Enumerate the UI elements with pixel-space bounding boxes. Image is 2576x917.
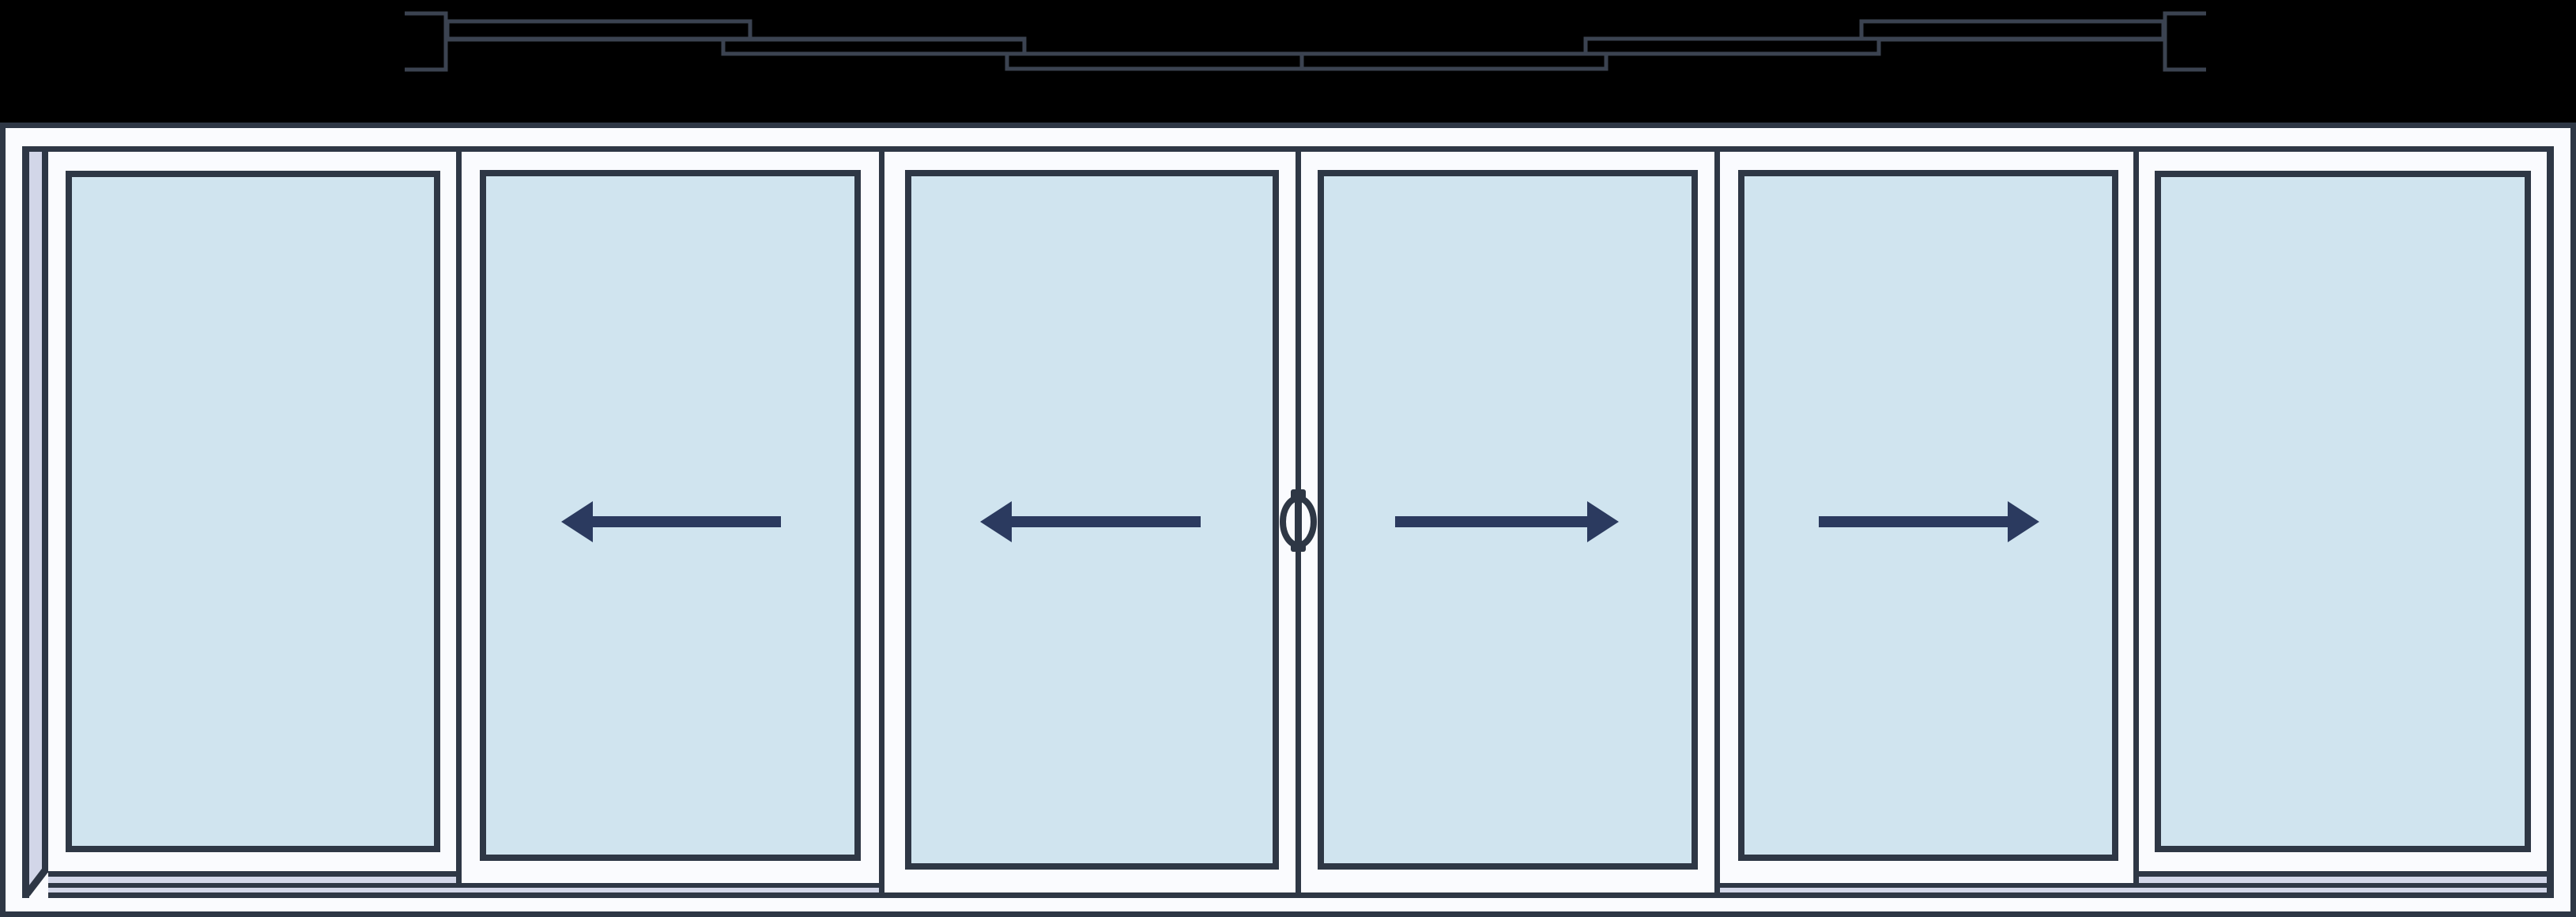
top-plan-background	[0, 0, 2576, 123]
panel-4-slide-right-arrow	[1395, 501, 1619, 542]
panel-6-glass	[2161, 177, 2525, 846]
panel-3-slide-left-arrow	[980, 501, 1201, 542]
plan-panel-3-4	[1005, 51, 1609, 71]
frame-head-track-line	[22, 146, 2554, 152]
panel-5-glass	[1744, 176, 2112, 855]
sill-track-line-1-right	[2133, 871, 2547, 877]
sill-track-strip-1-right	[2133, 877, 2547, 883]
panel-5-slide-right-arrow	[1819, 501, 2039, 542]
plan-left-wall-bracket	[405, 11, 448, 72]
panel-2-slide-left-arrow	[561, 501, 781, 542]
left-jamb-line	[22, 146, 29, 898]
sill-track-line-2-left	[48, 883, 884, 888]
divider-panel-4-5	[1714, 152, 1720, 898]
sill-track-line-1-left	[48, 871, 462, 877]
left-jamb-reveal-strip	[29, 152, 42, 891]
divider-panel-1-2	[456, 152, 462, 888]
panel-2-glass	[486, 176, 854, 855]
sill-track-strip-2-right	[1714, 888, 2547, 892]
divider-panel-2-3	[879, 152, 884, 898]
divider-panel-5-6	[2133, 152, 2139, 888]
sill-track-strip-2-left	[48, 888, 884, 892]
panel-1-glass	[72, 177, 434, 846]
right-jamb-line	[2547, 146, 2554, 898]
sill-track-line-2-right	[1714, 883, 2547, 888]
sill-miter-diagonal	[24, 868, 48, 896]
handle-center-bar	[1295, 489, 1302, 552]
plan-panel-5	[1583, 36, 1881, 56]
plan-right-wall-bracket	[2163, 11, 2206, 72]
plan-panel-2	[721, 36, 1027, 56]
sill-track-strip-1-left	[48, 877, 462, 883]
left-jamb-inner-line	[42, 152, 48, 873]
